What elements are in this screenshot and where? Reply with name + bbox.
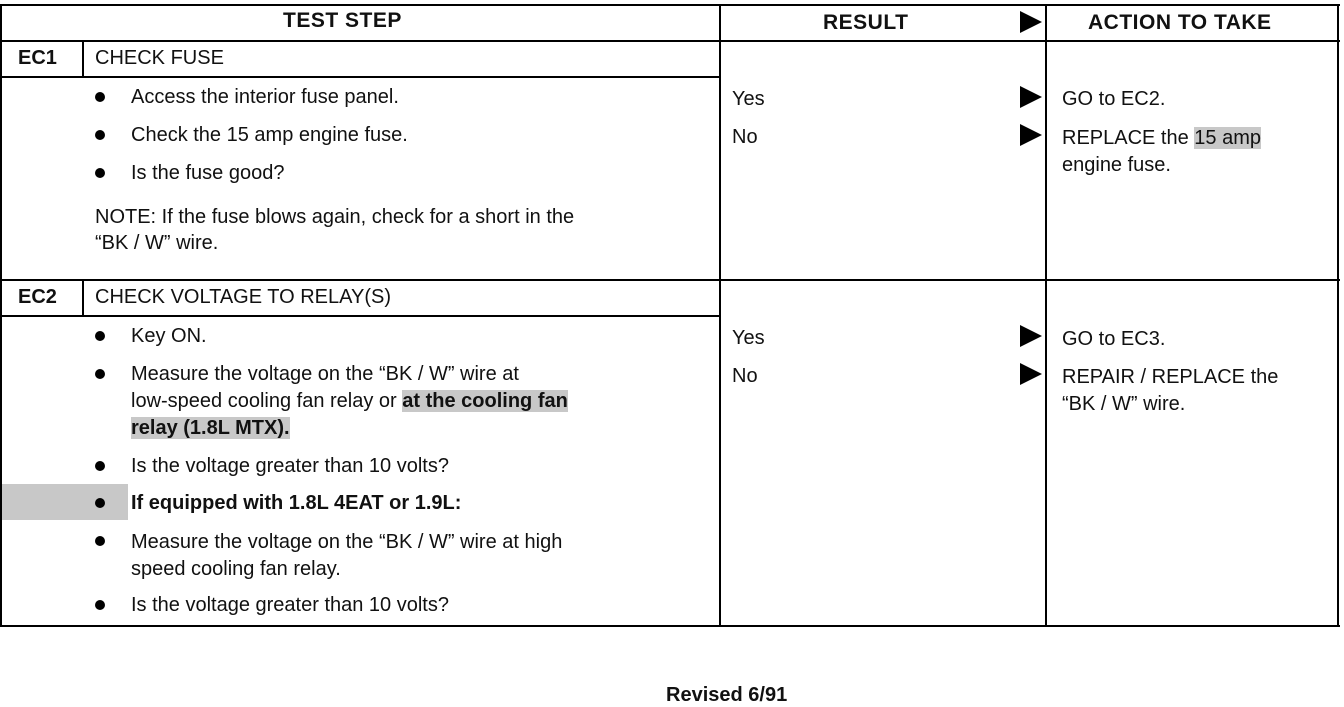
header-result: RESULT [823, 11, 909, 34]
result-arrow-icon [1020, 124, 1042, 146]
ec2-bullet-4: If equipped with 1.8L 4EAT or 1.9L: [131, 492, 462, 514]
ec2-bullet-6: Is the voltage greater than 10 volts? [131, 594, 449, 616]
bullet-icon [95, 369, 105, 379]
id-column-divider-ec1 [82, 40, 84, 78]
header-test-step: TEST STEP [283, 9, 402, 32]
bullet-icon [95, 600, 105, 610]
ec1-bullet-2: Check the 15 amp engine fuse. [131, 124, 408, 146]
ec2-bullet-2-line-3: relay (1.8L MTX). [131, 415, 290, 442]
bullet-icon [95, 168, 105, 178]
table-top-border [0, 4, 1340, 6]
table-bottom-border [0, 625, 1340, 627]
ec1-action-yes: GO to EC2. [1062, 88, 1166, 110]
ec2-bullet-2-highlight-2: relay (1.8L MTX). [131, 417, 290, 439]
result-arrow-icon [1020, 86, 1042, 108]
step-id-ec2: EC2 [18, 286, 57, 308]
result-arrow-icon [1020, 325, 1042, 347]
ec2-bullet-5-line-1: Measure the voltage on the “BK / W” wire… [131, 531, 563, 553]
table-header-bottom [0, 40, 1340, 42]
ec2-result-no: No [732, 365, 758, 387]
ec1-title-underline [0, 76, 720, 78]
step-title-ec2: CHECK VOLTAGE TO RELAY(S) [95, 286, 391, 308]
id-column-divider-ec2 [82, 279, 84, 317]
ec1-bullet-3: Is the fuse good? [131, 162, 285, 184]
ec2-bullet-2-highlight: at the cooling fan [402, 390, 568, 412]
ec2-bullet-5-line-2: speed cooling fan relay. [131, 558, 341, 580]
section-divider [0, 279, 1340, 281]
ec2-action-no-line-1: REPAIR / REPLACE the [1062, 366, 1279, 388]
header-action: ACTION TO TAKE [1088, 11, 1272, 34]
ec2-bullet-2-line-1: Measure the voltage on the “BK / W” wire… [131, 363, 519, 385]
revision-footer: Revised 6/91 [666, 684, 788, 706]
ec2-bullet-1: Key ON. [131, 325, 207, 347]
result-arrow-icon [1020, 363, 1042, 385]
ec1-bullet-1: Access the interior fuse panel. [131, 86, 399, 108]
ec1-action-no-line-1: REPLACE the 15 amp [1062, 125, 1262, 152]
header-arrow-icon [1020, 11, 1042, 33]
result-column-divider [719, 4, 721, 627]
right-border [1337, 4, 1339, 627]
bullet-icon [95, 331, 105, 341]
bullet-icon [95, 461, 105, 471]
ec2-bullet-2-text: low-speed cooling fan relay or [131, 390, 403, 412]
action-column-divider [1045, 4, 1047, 627]
ec1-result-yes: Yes [732, 88, 765, 110]
ec1-note-line-2: “BK / W” wire. [95, 232, 219, 254]
step-id-ec1: EC1 [18, 47, 57, 69]
bullet-icon [95, 130, 105, 140]
bullet-icon [95, 498, 105, 508]
ec1-note-line-1: NOTE: If the fuse blows again, check for… [95, 206, 575, 228]
bullet-icon [95, 536, 105, 546]
ec1-action-no-text: REPLACE the [1062, 127, 1195, 149]
ec2-bullet-4-highlight-band [2, 484, 128, 520]
ec2-bullet-3: Is the voltage greater than 10 volts? [131, 455, 449, 477]
ec1-result-no: No [732, 126, 758, 148]
ec2-action-yes: GO to EC3. [1062, 328, 1166, 350]
ec1-action-no-line-2: engine fuse. [1062, 154, 1171, 176]
ec2-result-yes: Yes [732, 327, 765, 349]
ec2-bullet-2-line-2: low-speed cooling fan relay or at the co… [131, 388, 568, 415]
bullet-icon [95, 92, 105, 102]
step-title-ec1: CHECK FUSE [95, 47, 224, 69]
ec2-action-no-line-2: “BK / W” wire. [1062, 393, 1186, 415]
ec1-action-no-highlight: 15 amp [1194, 127, 1262, 149]
ec2-title-underline [0, 315, 720, 317]
left-border [0, 4, 2, 627]
